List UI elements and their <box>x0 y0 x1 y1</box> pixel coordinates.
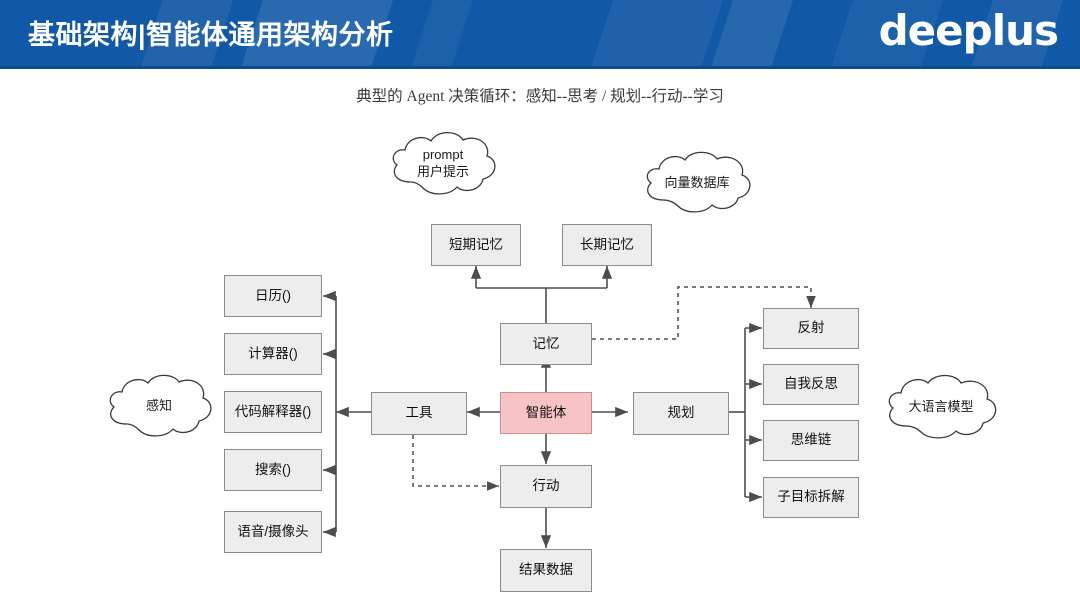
node-label: 反射 <box>797 320 825 336</box>
node-label: 搜索() <box>255 461 291 477</box>
node-label: 子目标拆解 <box>777 489 845 505</box>
node-label: 规划 <box>667 405 695 421</box>
node-plan-self-reflection[interactable]: 自我反思 <box>763 364 859 405</box>
brand-logo: deeplus <box>878 6 1059 55</box>
header-divider <box>0 66 1080 69</box>
node-tools[interactable]: 工具 <box>371 392 467 435</box>
node-label: 行动 <box>532 478 560 494</box>
cloud-prompt: prompt 用户提示 <box>383 128 503 200</box>
node-tool-calendar[interactable]: 日历() <box>224 275 322 317</box>
cloud-shape-icon <box>888 374 997 439</box>
node-label: 代码解释器() <box>234 403 312 419</box>
node-planning[interactable]: 规划 <box>633 392 729 435</box>
node-label: 思维链 <box>790 432 832 448</box>
node-memory[interactable]: 记忆 <box>500 323 592 365</box>
node-long-term-memory[interactable]: 长期记忆 <box>562 224 652 266</box>
node-label: 工具 <box>405 405 433 421</box>
cloud-shape-icon <box>646 151 751 213</box>
page-header: 基础架构|智能体通用架构分析 deeplus <box>0 0 1080 68</box>
node-tool-voice-camera[interactable]: 语音/摄像头 <box>224 511 322 553</box>
node-label: 计算器() <box>248 345 298 361</box>
cloud-label: prompt 用户提示 <box>416 147 469 179</box>
node-label: 日历() <box>255 287 291 303</box>
node-label: 自我反思 <box>784 376 838 392</box>
cloud-vector-database: 向量数据库 <box>636 148 758 218</box>
cloud-shape-icon <box>109 374 212 437</box>
node-result-data[interactable]: 结果数据 <box>500 549 592 592</box>
node-label: 短期记忆 <box>449 236 503 252</box>
node-tool-search[interactable]: 搜索() <box>224 449 322 491</box>
node-label: 长期记忆 <box>580 236 634 252</box>
node-label: 语音/摄像头 <box>237 523 309 539</box>
node-tool-code-interpreter[interactable]: 代码解释器() <box>224 391 322 433</box>
node-agent[interactable]: 智能体 <box>500 392 592 434</box>
diagram-subtitle: 典型的 Agent 决策循环：感知--思考 / 规划--行动--学习 <box>356 88 724 105</box>
node-plan-reflection[interactable]: 反射 <box>763 308 859 349</box>
cloud-label: 感知 <box>145 397 172 413</box>
node-label: 记忆 <box>532 335 560 351</box>
cloud-perception: 感知 <box>100 370 218 442</box>
node-short-term-memory[interactable]: 短期记忆 <box>431 224 521 266</box>
node-action[interactable]: 行动 <box>500 465 592 508</box>
node-plan-subgoal-decomposition[interactable]: 子目标拆解 <box>763 477 859 518</box>
node-tool-calculator[interactable]: 计算器() <box>224 333 322 375</box>
cloud-shape-icon <box>392 131 496 195</box>
node-plan-chain-of-thought[interactable]: 思维链 <box>763 420 859 461</box>
page-title: 基础架构|智能体通用架构分析 <box>28 20 394 50</box>
cloud-label: 向量数据库 <box>664 174 730 190</box>
node-label: 结果数据 <box>519 562 573 578</box>
cloud-large-language-model: 大语言模型 <box>878 370 1004 444</box>
node-label: 智能体 <box>525 404 567 420</box>
cloud-label: 大语言模型 <box>908 398 974 414</box>
